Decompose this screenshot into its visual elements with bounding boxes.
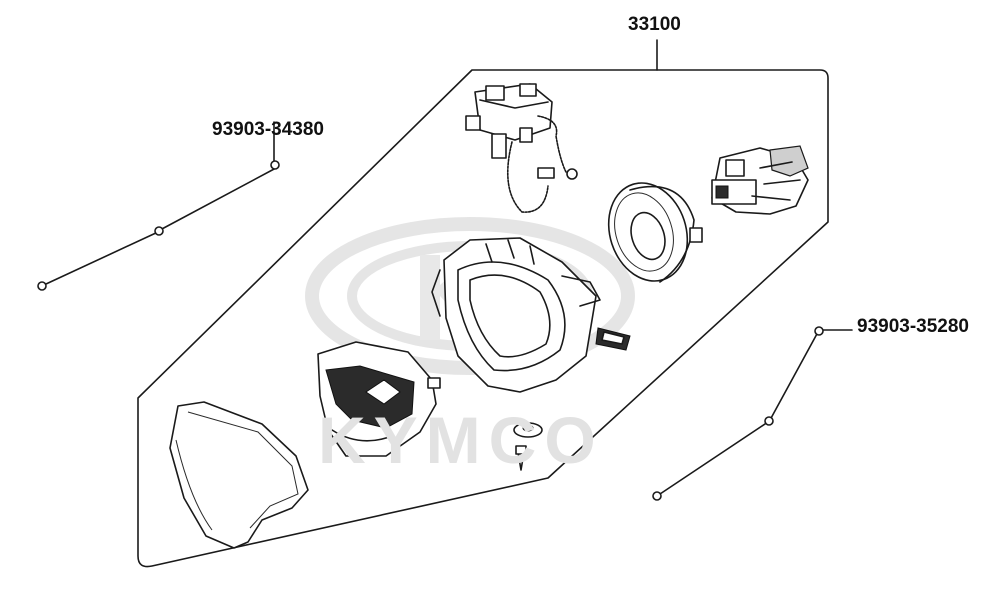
- regulator-unit: [465, 83, 578, 213]
- small-screw: [513, 422, 543, 471]
- bulb-socket: [711, 145, 809, 215]
- reflector-ring: [607, 182, 703, 283]
- position-lamp: [595, 327, 631, 351]
- right-screw-set: [652, 326, 853, 501]
- left-screw-part-number: 93903-34380: [212, 119, 324, 140]
- headlight-housing: [431, 237, 601, 393]
- lens-cover: [169, 401, 309, 549]
- left-screw-set: [37, 121, 280, 291]
- brand-watermark-text: KYMCO: [318, 403, 604, 477]
- right-screw-part-number: 93903-35280: [857, 316, 969, 337]
- assembly-outline: [137, 69, 829, 568]
- assembly-part-number: 33100: [628, 14, 681, 35]
- inner-reflector: [317, 341, 441, 457]
